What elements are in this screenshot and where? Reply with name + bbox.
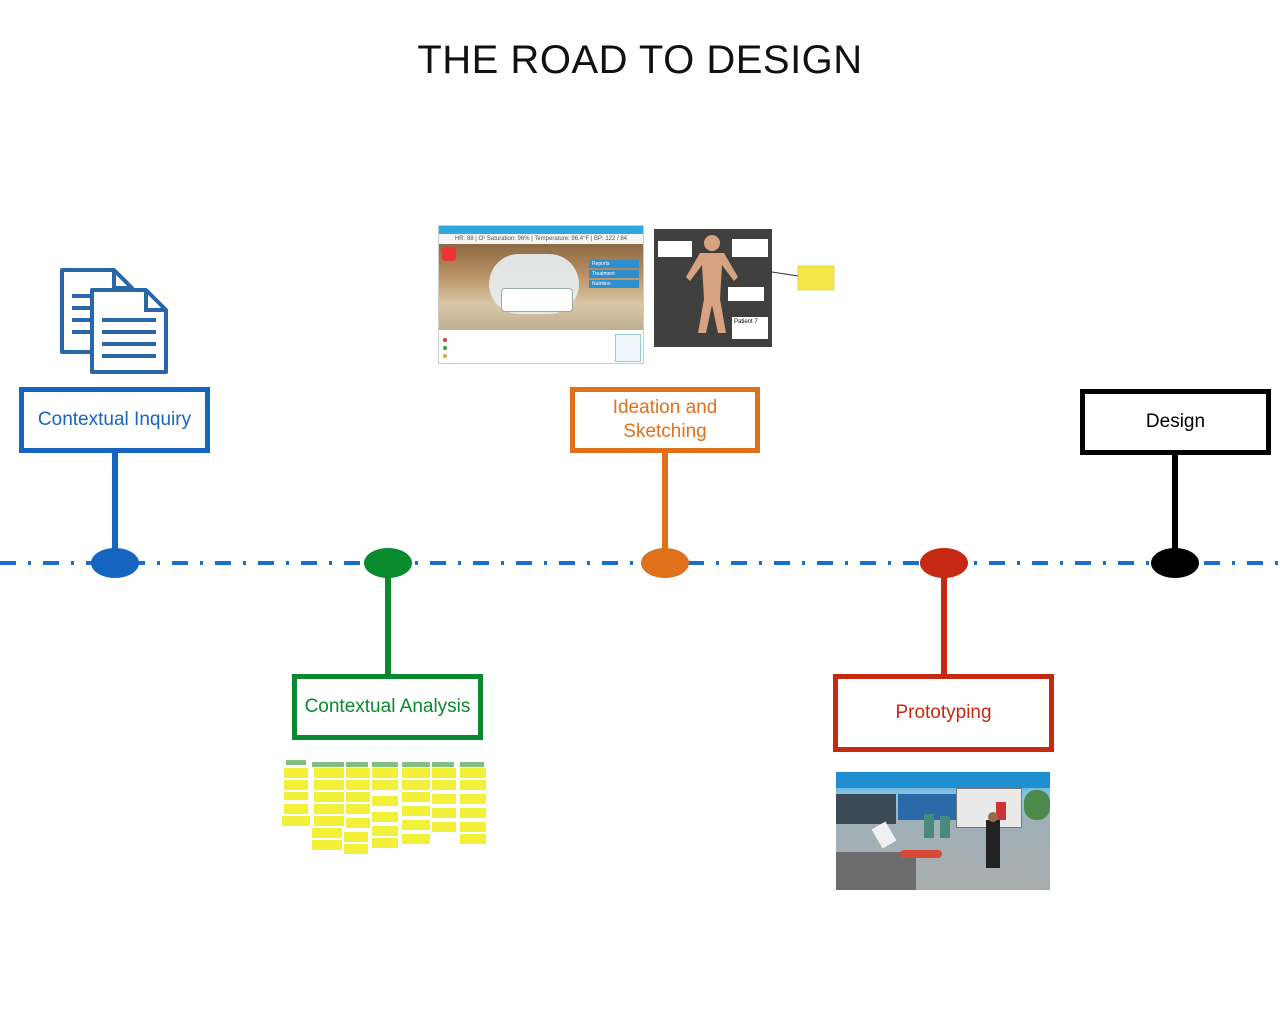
- thumb-menu-reports: Reports: [589, 260, 639, 268]
- stage-prototyping: Prototyping: [833, 674, 1054, 752]
- stage-label: Ideation and Sketching: [612, 397, 718, 442]
- stage-ideation-and-sketching: Ideation and Sketching: [570, 387, 760, 453]
- prototype-scene-thumbnail: [836, 772, 1050, 890]
- milestone-dot-contextual-analysis: [364, 548, 412, 578]
- milestone-dot-design: [1151, 548, 1199, 578]
- milestone-dot-prototyping: [920, 548, 968, 578]
- stage-label: Design: [1145, 411, 1206, 432]
- annotation-sticky-note: [772, 265, 835, 291]
- milestone-dot-contextual-inquiry: [91, 548, 139, 578]
- vitals-bar: HR: 88 | O² Saturation: 96% | Temperatur…: [439, 234, 643, 244]
- hospital-room-ui-thumbnail: HR: 88 | O² Saturation: 96% | Temperatur…: [438, 225, 644, 364]
- anatomy-sketch-thumbnail: Patient 7: [654, 229, 772, 347]
- page-title: THE ROAD TO DESIGN: [417, 38, 863, 82]
- patient-label: Patient 7: [734, 319, 758, 325]
- stage-contextual-inquiry: Contextual Inquiry: [19, 387, 210, 453]
- thumb-menu-nutrition: Nutrition: [589, 280, 639, 288]
- stage-contextual-analysis: Contextual Analysis: [292, 674, 483, 740]
- milestone-dot-ideation: [641, 548, 689, 578]
- stage-label: Contextual Analysis: [304, 696, 471, 717]
- stage-label: Prototyping: [895, 702, 992, 723]
- thumb-menu-treatment: Treatment: [589, 270, 639, 278]
- documents-icon: [60, 268, 168, 374]
- stage-label: Contextual Inquiry: [37, 409, 192, 430]
- affinity-diagram-thumbnail: [282, 760, 486, 854]
- stage-design: Design: [1080, 389, 1271, 455]
